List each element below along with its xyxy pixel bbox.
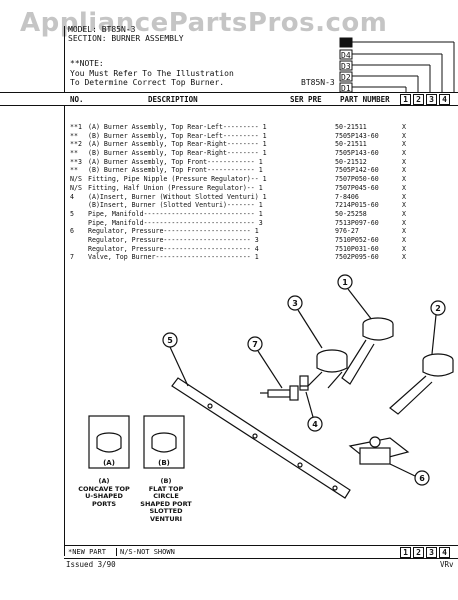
svg-text:7: 7	[252, 340, 258, 349]
caption-a: (A) CONCAVE TOP U-SHAPED PORTS	[78, 477, 130, 508]
svg-text:1: 1	[342, 278, 348, 287]
caption-b: (B) FLAT TOP CIRCLE SHAPED PORT SLOTTED …	[140, 477, 192, 523]
watermark: AppliancePartsPros.com	[20, 8, 388, 38]
issued-date: Issued 3/90	[66, 560, 116, 569]
header-ser-pre: SER PRE	[290, 95, 322, 104]
note-line-1: You Must Refer To The Illustration	[70, 69, 234, 78]
callout-4	[307, 416, 323, 432]
footer-col-4: 4	[439, 547, 450, 558]
inset-b-label: (B)	[158, 459, 170, 467]
section-line: SECTION: BURNER ASSEMBLY	[68, 34, 184, 43]
footer-col-1: 1	[400, 547, 411, 558]
col-label-d1: D1	[341, 84, 351, 93]
table-row: 4(A)Insert, Burner (Without Slotted Vent…	[70, 192, 406, 201]
callout-1	[337, 274, 353, 290]
note-line-2: To Determine Correct Top Burner.	[70, 78, 225, 87]
table-row: **3(A) Burner Assembly, Top Front-------…	[70, 157, 406, 166]
table-row: **(B) Burner Assembly, Top Front--------…	[70, 166, 406, 175]
burner-rear-right	[389, 353, 454, 415]
page-code: VRv	[440, 560, 454, 569]
table-row: Pipe, Manifold--------------------------…	[88, 218, 406, 227]
new-part-legend: *NEW PART	[68, 548, 106, 556]
footer-col-2: 2	[413, 547, 424, 558]
burner-rear-left	[341, 317, 394, 385]
table-row: **2(A) Burner Assembly, Top Rear-Right--…	[70, 140, 406, 149]
table-row: (B)Insert, Burner (Slotted Venturi)-----…	[88, 201, 406, 210]
table-header: NO. DESCRIPTION SER PRE PART NUMBER 1 2 …	[0, 92, 458, 106]
parts-list: **1(A) Burner Assembly, Top Rear-Left---…	[0, 123, 458, 262]
col-label-d3: D3	[341, 62, 351, 71]
callout-6	[414, 470, 430, 486]
callout-2	[430, 300, 446, 316]
footer-col-3: 3	[426, 547, 437, 558]
header-no: NO.	[70, 95, 84, 104]
svg-text:6: 6	[419, 474, 425, 483]
col-number-2: 2	[413, 94, 424, 105]
burner-front	[300, 349, 348, 389]
table-row: **(B) Burner Assembly, Top Rear-Right---…	[70, 149, 406, 158]
callout-3	[287, 295, 303, 311]
col-number-4: 4	[439, 94, 450, 105]
manifold-pipe	[171, 377, 351, 499]
table-row: Regulator, Pressure---------------------…	[88, 244, 406, 253]
note-title: **NOTE:	[70, 59, 104, 68]
header-description: DESCRIPTION	[148, 95, 198, 104]
page-frame	[64, 26, 458, 556]
table-row: Regulator, Pressure---------------------…	[88, 235, 406, 244]
callout-7	[247, 336, 263, 352]
not-shown-legend: N/S-NOT SHOWN	[116, 548, 175, 556]
burner-diagram: 1 2 3 4 5 6 7 (A) (B)	[88, 274, 454, 499]
svg-text:4: 4	[312, 420, 318, 429]
footer-bar: *NEW PART N/S-NOT SHOWN 1 2 3 4	[64, 545, 458, 559]
column-bracket: D4 D3 D2 D1	[339, 37, 455, 94]
model-line: MODEL: BT85N-3	[68, 25, 136, 34]
svg-text:2: 2	[435, 304, 441, 313]
col-number-3: 3	[426, 94, 437, 105]
svg-text:3: 3	[292, 299, 298, 308]
valve	[260, 385, 299, 401]
svg-text:5: 5	[167, 336, 173, 345]
pressure-regulator	[348, 436, 410, 465]
table-row: **(B) Burner Assembly, Top Rear-Left----…	[70, 131, 406, 140]
header-part-number: PART NUMBER	[340, 95, 390, 104]
col-label-d2: D2	[341, 73, 351, 82]
col-label-d4: D4	[341, 51, 351, 60]
model-code: BT85N-3	[301, 78, 335, 87]
col-number-1: 1	[400, 94, 411, 105]
table-row: **1(A) Burner Assembly, Top Rear-Left---…	[70, 123, 406, 131]
inset-a-label: (A)	[103, 459, 115, 467]
